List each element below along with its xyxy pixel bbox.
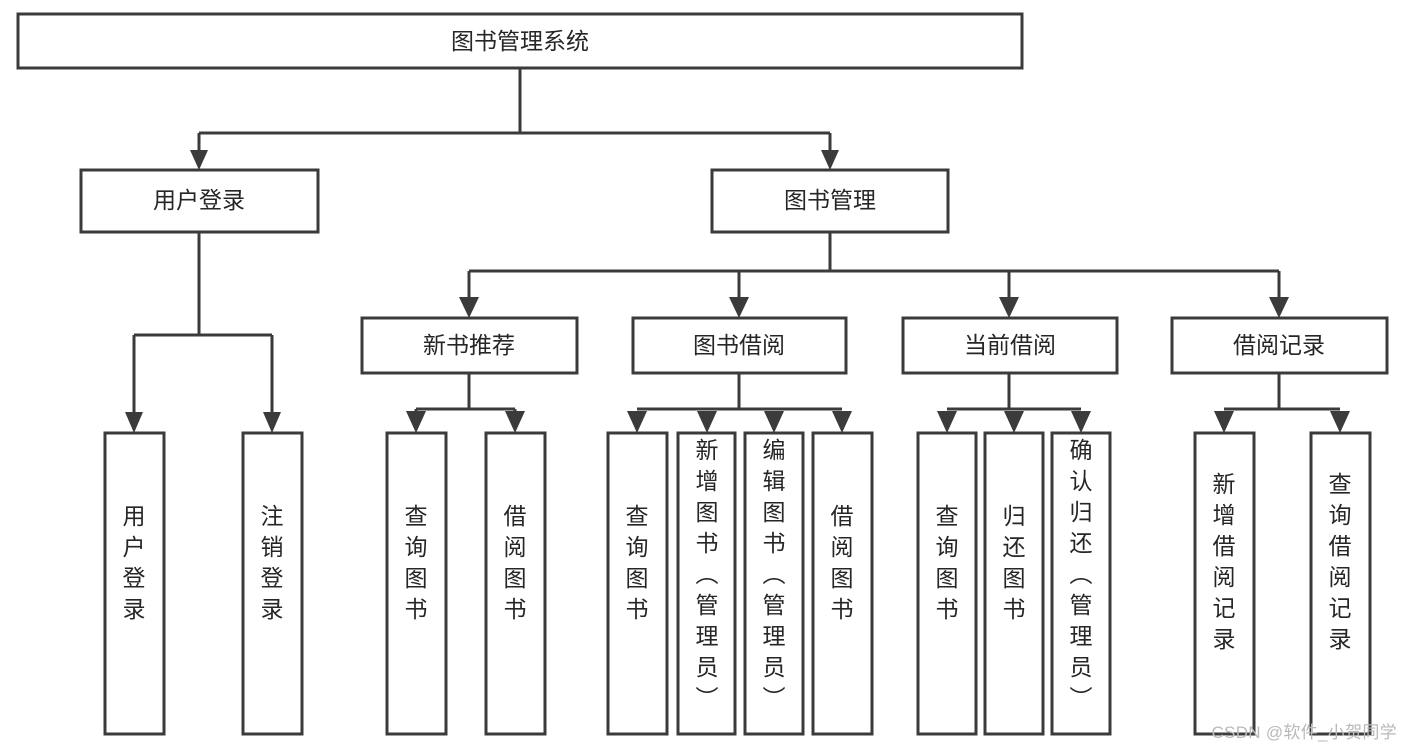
node-leaf-borrow-book-bb-label: 借阅图书 bbox=[831, 503, 854, 622]
node-leaf-confirm-return[interactable]: 确认归还︵管理员︶ bbox=[1050, 431, 1112, 736]
node-current-borrow-box bbox=[901, 316, 1119, 375]
node-leaf-query-book-nbr-label: 查询图书 bbox=[405, 503, 428, 622]
node-book-borrow[interactable]: 图书借阅 bbox=[631, 316, 848, 375]
node-leaf-query-book-cb[interactable]: 查询图书 bbox=[916, 431, 978, 736]
node-leaf-query-book-cb-label: 查询图书 bbox=[936, 503, 959, 622]
arrow-head-leaf-confirm-return bbox=[1071, 411, 1091, 433]
arrow-head-leaf-borrow-book-bb bbox=[832, 411, 852, 433]
node-leaf-query-record[interactable]: 查询借阅记录 bbox=[1309, 431, 1372, 736]
node-new-book-recommend-label: 新书推荐 bbox=[423, 332, 515, 358]
node-current-borrow[interactable]: 当前借阅 bbox=[901, 316, 1119, 375]
node-leaf-return-book[interactable]: 归还图书 bbox=[983, 431, 1045, 736]
node-book-management[interactable]: 图书管理 bbox=[710, 168, 950, 234]
node-user-login-label: 用户登录 bbox=[153, 187, 245, 213]
node-leaf-edit-book-box bbox=[743, 431, 805, 736]
node-leaf-user-login-box bbox=[103, 431, 166, 736]
node-leaf-edit-book-label: 编辑图书︵管理员︶ bbox=[763, 437, 786, 711]
node-leaf-return-book-label: 归还图书 bbox=[1003, 503, 1026, 622]
arrow-head-leaf-query-book-bb bbox=[627, 411, 647, 433]
node-leaf-borrow-book-bb-box bbox=[811, 431, 874, 736]
node-leaf-add-record-label: 新增借阅记录 bbox=[1213, 471, 1236, 652]
arrow-head-leaf-query-book-nbr bbox=[406, 411, 426, 433]
node-root-label: 图书管理系统 bbox=[451, 28, 589, 54]
arrow-head-new-book-recommend bbox=[459, 297, 479, 318]
arrow-head-borrow-record bbox=[1269, 297, 1289, 318]
node-root[interactable]: 图书管理系统 bbox=[16, 12, 1024, 70]
node-leaf-borrow-book-nbr-box bbox=[484, 431, 547, 736]
node-leaf-add-book[interactable]: 新增图书︵管理员︶ bbox=[676, 431, 737, 736]
arrow-head-leaf-query-book-cb bbox=[937, 411, 957, 433]
node-root-box bbox=[16, 12, 1024, 70]
node-leaf-add-record[interactable]: 新增借阅记录 bbox=[1193, 431, 1256, 736]
arrow-head-leaf-add-record bbox=[1214, 411, 1234, 433]
node-leaf-return-book-box bbox=[983, 431, 1045, 736]
arrow-head-leaf-borrow-book-nbr bbox=[505, 411, 525, 433]
node-leaf-add-book-box bbox=[676, 431, 737, 736]
arrow-head-book-management bbox=[821, 150, 839, 170]
node-leaf-query-record-box bbox=[1309, 431, 1372, 736]
node-borrow-record-box bbox=[1170, 316, 1389, 375]
node-new-book-recommend-box bbox=[360, 316, 579, 375]
arrow-head-leaf-user-login bbox=[125, 412, 143, 433]
node-leaf-borrow-book-nbr[interactable]: 借阅图书 bbox=[484, 431, 547, 736]
node-leaf-query-book-nbr-box bbox=[385, 431, 448, 736]
arrow-head-leaf-query-record bbox=[1330, 411, 1350, 433]
node-leaf-query-book-bb-label: 查询图书 bbox=[626, 503, 649, 622]
node-leaf-logout-label: 注销登录 bbox=[261, 503, 284, 622]
node-leaf-query-book-cb-box bbox=[916, 431, 978, 736]
node-leaf-edit-book[interactable]: 编辑图书︵管理员︶ bbox=[743, 431, 805, 736]
node-leaf-borrow-book-nbr-label: 借阅图书 bbox=[504, 503, 527, 622]
node-leaf-query-book-bb-box bbox=[606, 431, 669, 736]
node-leaf-query-record-label: 查询借阅记录 bbox=[1329, 471, 1352, 652]
node-borrow-record[interactable]: 借阅记录 bbox=[1170, 316, 1389, 375]
node-leaf-confirm-return-label: 确认归还︵管理员︶ bbox=[1070, 437, 1093, 711]
node-leaf-logout-box bbox=[241, 431, 304, 736]
arrow-head-leaf-edit-book bbox=[764, 411, 784, 433]
node-book-borrow-box bbox=[631, 316, 848, 375]
node-book-borrow-label: 图书借阅 bbox=[693, 332, 785, 358]
node-borrow-record-label: 借阅记录 bbox=[1233, 332, 1325, 358]
connector-layer bbox=[125, 68, 1350, 433]
node-leaf-logout[interactable]: 注销登录 bbox=[241, 431, 304, 736]
node-leaf-borrow-book-bb[interactable]: 借阅图书 bbox=[811, 431, 874, 736]
node-leaf-query-book-bb[interactable]: 查询图书 bbox=[606, 431, 669, 736]
node-leaf-user-login-label: 用户登录 bbox=[123, 503, 146, 622]
arrow-head-leaf-logout bbox=[263, 412, 281, 433]
arrow-head-current-borrow bbox=[999, 297, 1019, 318]
node-user-login[interactable]: 用户登录 bbox=[79, 168, 320, 234]
node-current-borrow-label: 当前借阅 bbox=[964, 332, 1056, 358]
node-leaf-add-record-box bbox=[1193, 431, 1256, 736]
csdn-watermark: CSDN @软件_小贺同学 bbox=[1211, 723, 1397, 742]
arrow-head-user-login bbox=[190, 150, 208, 170]
node-leaf-add-book-label: 新增图书︵管理员︶ bbox=[696, 437, 719, 711]
node-leaf-query-book-nbr[interactable]: 查询图书 bbox=[385, 431, 448, 736]
node-leaf-user-login[interactable]: 用户登录 bbox=[103, 431, 166, 736]
arrow-head-book-borrow bbox=[729, 297, 749, 318]
arrow-head-leaf-add-book bbox=[697, 411, 717, 433]
node-book-management-box bbox=[710, 168, 950, 234]
node-user-login-box bbox=[79, 168, 320, 234]
node-book-management-label: 图书管理 bbox=[784, 187, 876, 213]
arrow-head-leaf-return-book bbox=[1004, 411, 1024, 433]
node-leaf-confirm-return-box bbox=[1050, 431, 1112, 736]
node-new-book-recommend[interactable]: 新书推荐 bbox=[360, 316, 579, 375]
